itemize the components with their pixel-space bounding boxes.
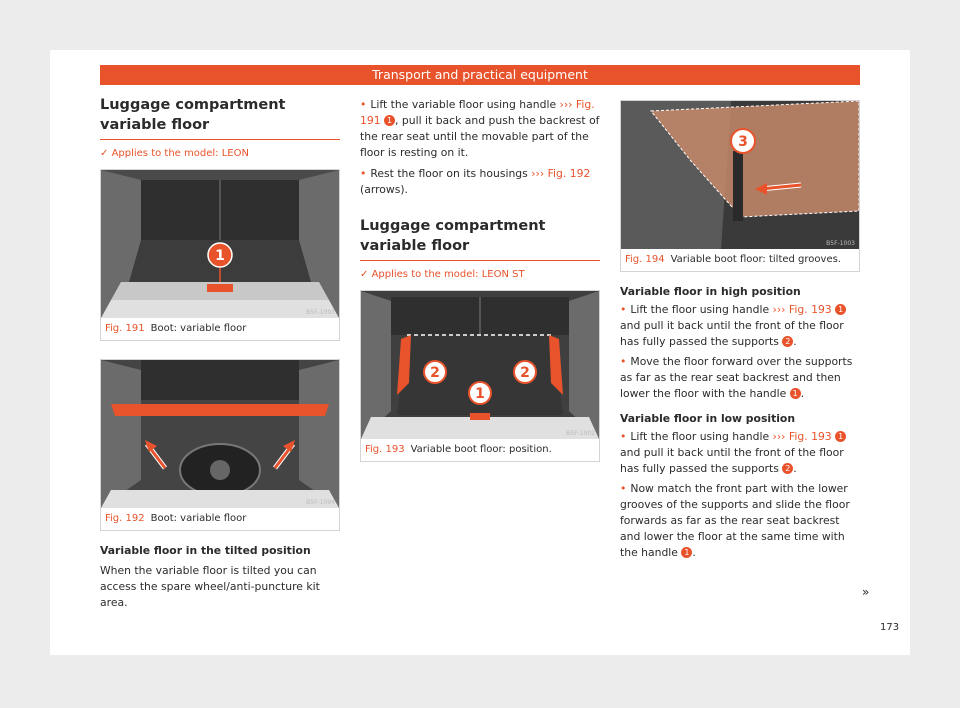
image-code: B5F-1093 [306,309,335,316]
column-middle: Lift the variable floor using handle ›››… [360,97,600,462]
boot-photo: 1 B5F-1093 [101,170,339,318]
check-icon: ✓ [100,148,112,159]
tilted-floor-illustration [101,360,339,508]
svg-text:2: 2 [520,365,530,381]
image-code: B5F-1094 [306,499,335,506]
boot-floor-illustration: 1 [101,170,339,318]
tilted-grooves-illustration: 3 [621,101,859,249]
continue-mark: » [862,585,870,599]
section-heading: Luggage compartment variable floor [360,218,546,254]
instruction-bullet: Move the floor forward over the supports… [620,354,860,402]
image-code: B5F-1003 [826,240,855,247]
subheading: Variable floor in low position [620,412,796,425]
body-paragraph: When the variable floor is tilted you ca… [100,564,320,609]
boot-photo: B5F-1094 [101,360,339,508]
instruction-bullet: Now match the front part with the lower … [620,481,860,561]
figure-ref-link[interactable]: ››› Fig. 193 [772,303,832,316]
applies-note: ✓ Applies to the model: LEON [100,148,249,159]
instruction-bullet: Lift the floor using handle ››› Fig. 193… [620,429,860,477]
figure-ref-link[interactable]: ››› Fig. 192 [531,167,591,180]
subheading: Variable floor in the tilted position [100,544,311,557]
instruction-bullet: Rest the floor on its housings ››› Fig. … [360,166,600,198]
figure-ref-link[interactable]: ››› Fig. 193 [772,430,832,443]
svg-text:1: 1 [475,386,485,402]
instruction-bullet: Lift the variable floor using handle ›››… [360,97,600,161]
applies-note: ✓ Applies to the model: LEON ST [360,269,525,280]
instruction-bullet: Lift the floor using handle ››› Fig. 193… [620,302,860,350]
section-header: Transport and practical equipment [100,65,860,85]
section-heading: Luggage compartment variable floor [100,97,286,133]
svg-text:1: 1 [215,248,225,264]
column-left: Luggage compartment variable floor ✓ App… [100,95,340,611]
boot-photo: 2 2 1 B5F-1002 [361,291,599,439]
figure-ref-link[interactable]: ››› Fig. 191 [360,98,595,127]
boot-photo: 3 B5F-1003 [621,101,859,249]
heading-rule [100,139,340,140]
check-icon: ✓ [360,269,372,280]
svg-text:3: 3 [738,134,748,150]
image-code: B5F-1002 [566,430,595,437]
svg-text:2: 2 [430,365,440,381]
subheading: Variable floor in high position [620,285,801,298]
floor-position-illustration: 2 2 1 [361,291,599,439]
heading-rule [360,260,600,261]
page-number: 173 [880,622,900,633]
